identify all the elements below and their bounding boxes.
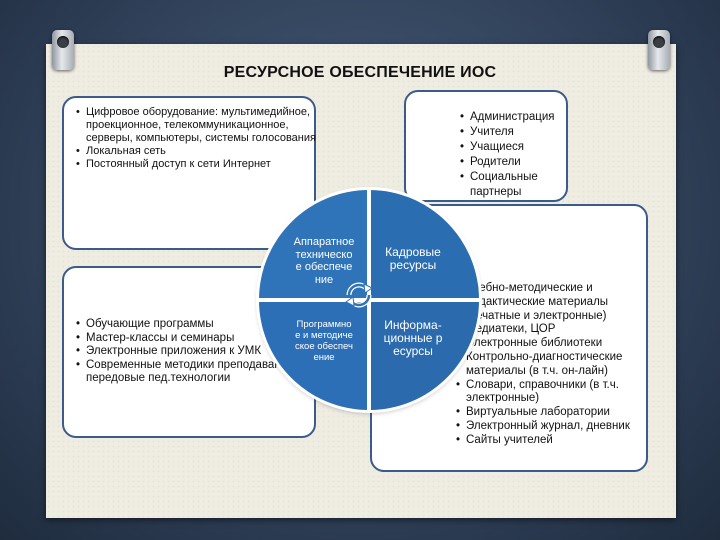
list-item: Мастер-классы и семинары bbox=[76, 332, 318, 346]
list-item: Медиатеки, ЦОР bbox=[456, 323, 658, 337]
list-item: Современные методики преподавания и пере… bbox=[76, 359, 318, 386]
staff-resources-box: Администрация Учителя Учащиеся Родители … bbox=[404, 90, 568, 202]
list-item: Контрольно-диагностические материалы (в … bbox=[456, 351, 658, 379]
circle-segment-software: Программное и методическое обеспечение bbox=[259, 302, 367, 410]
list-item: Администрация bbox=[460, 110, 578, 125]
circle-segment-staff: Кадровые ресурсы bbox=[371, 190, 479, 298]
page-title: РЕСУРСНОЕ ОБЕСПЕЧЕНИЕ ИОС bbox=[223, 64, 497, 81]
circle-segment-hardware: Аппаратное техническое обеспечение bbox=[259, 190, 367, 298]
list-item: Социальные партнеры bbox=[460, 170, 578, 200]
paper-clip-icon bbox=[52, 30, 74, 70]
list-item: Постоянный доступ к сети Интернет bbox=[76, 158, 318, 171]
paper-clip-icon bbox=[648, 30, 670, 70]
list-item: Локальная сеть bbox=[76, 145, 318, 158]
segment-label: Кадровые ресурсы bbox=[385, 245, 441, 272]
list-item: Учителя bbox=[460, 125, 578, 140]
segment-label: Информа-ционные ресурсы bbox=[383, 317, 443, 358]
list-item: Обучающие программы bbox=[76, 318, 318, 332]
software-methodical-list: Обучающие программы Мастер-классы и семи… bbox=[72, 318, 318, 386]
circle-segment-information: Информа-ционные ресурсы bbox=[371, 302, 479, 410]
list-item: Виртуальные лаборатории bbox=[456, 406, 658, 420]
resource-circle: Аппаратное техническое обеспечение Кадро… bbox=[259, 190, 479, 410]
list-item: Учащиеся bbox=[460, 140, 578, 155]
hardware-resources-box: Цифровое оборудование: мультимедийное, п… bbox=[62, 96, 316, 250]
list-item: Родители bbox=[460, 155, 578, 170]
list-item: Учебно-методические и дидактические мате… bbox=[456, 282, 658, 323]
list-item: Цифровое оборудование: мультимедийное, п… bbox=[76, 106, 318, 145]
segment-label: Программное и методическое обеспечение bbox=[295, 319, 353, 363]
segment-label: Аппаратное техническое обеспечение bbox=[293, 236, 355, 286]
list-item: Электронные библиотеки bbox=[456, 337, 658, 351]
list-item: Словари, справочники (в т.ч. электронные… bbox=[456, 379, 658, 407]
hardware-resources-list: Цифровое оборудование: мультимедийное, п… bbox=[72, 106, 318, 171]
staff-resources-list: Администрация Учителя Учащиеся Родители … bbox=[456, 110, 578, 200]
list-item: Электронный журнал, дневник bbox=[456, 420, 658, 434]
list-item: Сайты учителей bbox=[456, 434, 658, 448]
cycle-arrows-icon bbox=[345, 282, 373, 308]
list-item: Электронные приложения к УМК bbox=[76, 345, 318, 359]
information-resources-list: Учебно-методические и дидактические мате… bbox=[452, 282, 658, 448]
